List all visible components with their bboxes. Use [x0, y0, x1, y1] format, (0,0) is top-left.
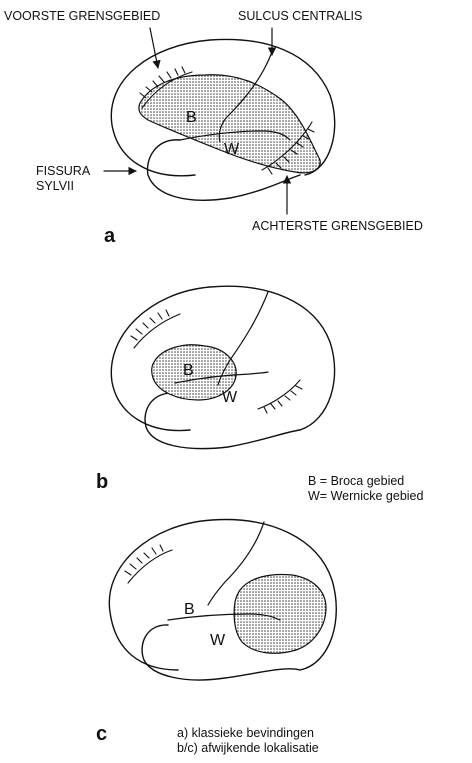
anterior-border-label: VOORSTE GRENSGEBIED — [4, 9, 160, 23]
broca-label-c: B — [184, 601, 195, 618]
panel-a: VOORSTE GRENSGEBIED SULCUS CENTRALIS B W… — [4, 9, 423, 247]
anterior-border-arrow — [150, 28, 158, 68]
legend-broca: B = Broca gebied — [308, 474, 404, 488]
panel-letter-a: a — [104, 225, 116, 247]
panel-b: B W b — [96, 286, 335, 493]
broca-label-b: B — [183, 362, 194, 379]
sulcus-centralis-label: SULCUS CENTRALIS — [238, 9, 362, 23]
fissura-label-line2: SYLVII — [36, 179, 74, 193]
caption-line2: b/c) afwijkende lokalisatie — [177, 741, 319, 755]
fissura-label-line1: FISSURA — [36, 164, 91, 178]
speech-area-a — [139, 75, 320, 173]
wernicke-label-c: W — [210, 632, 226, 649]
anterior-border-hatch-b — [131, 310, 180, 348]
legend: B = Broca gebied W= Wernicke gebied — [308, 474, 423, 503]
wernicke-label-b: W — [222, 389, 238, 406]
panel-c: B W c — [96, 520, 336, 745]
posterior-border-hatch-b — [258, 380, 302, 413]
caption-line1: a) klassieke bevindingen — [177, 726, 314, 740]
posterior-border-label: ACHTERSTE GRENSGEBIED — [252, 219, 423, 233]
broca-label-a: B — [186, 109, 197, 126]
wernicke-label-a: W — [224, 141, 240, 158]
panel-letter-b: b — [96, 471, 108, 493]
caption: a) klassieke bevindingen b/c) afwijkende… — [177, 726, 319, 755]
anterior-border-hatch-c — [125, 545, 172, 583]
panel-letter-c: c — [96, 723, 107, 745]
legend-wernicke: W= Wernicke gebied — [308, 489, 423, 503]
